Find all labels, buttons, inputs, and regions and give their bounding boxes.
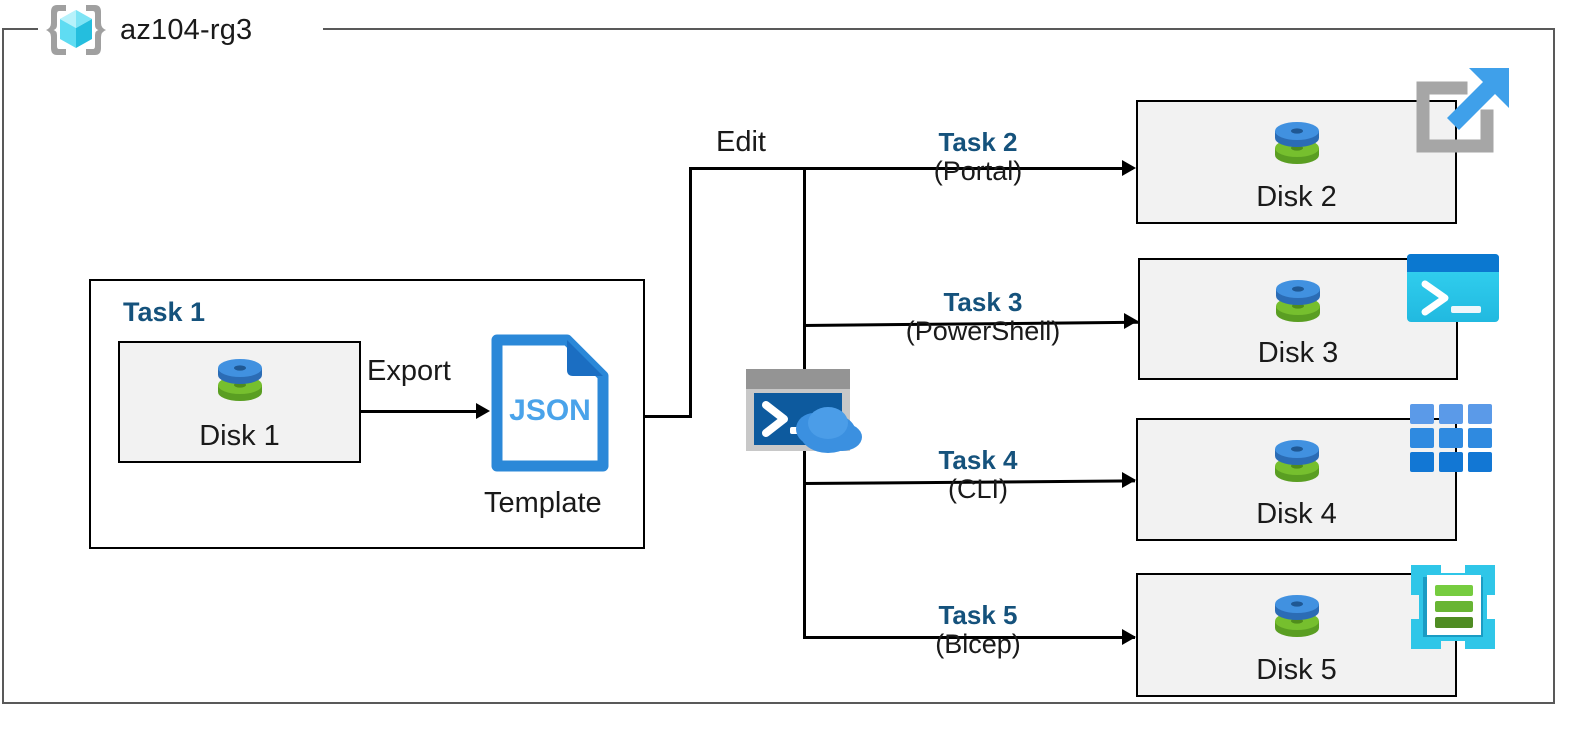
task3-arrowhead [1124, 313, 1138, 329]
disk2-caption: Disk 2 [1256, 181, 1337, 213]
disk-icon [1269, 116, 1325, 172]
export-arrowhead [476, 403, 490, 419]
task2-tool: (Portal) [933, 156, 1023, 187]
task2-edge-label: Task 2 (Portal) [858, 128, 1098, 188]
task5-tool: (Bicep) [935, 629, 1021, 660]
edit-line-v [689, 168, 692, 418]
disk1-box: Disk 1 [118, 341, 361, 463]
export-arrow-line [360, 410, 480, 413]
disk-icon [1270, 274, 1326, 330]
resource-group-frame [2, 28, 1555, 704]
task5-arrow-line [803, 636, 1135, 639]
resource-group-header: az104-rg3 [44, 0, 252, 60]
svg-text:JSON: JSON [509, 394, 591, 427]
edit-line-h-upper [689, 167, 807, 170]
task4-edge-label: Task 4 (CLI) [858, 446, 1098, 506]
template-caption: Template [484, 487, 602, 519]
task4-label: Task 4 [938, 445, 1018, 475]
cloud-shell-icon [744, 367, 866, 459]
export-label: Export [367, 355, 451, 387]
powershell-icon [1405, 252, 1501, 324]
disk1-caption: Disk 1 [199, 420, 280, 452]
resource-group-name: az104-rg3 [120, 13, 253, 46]
task3-edge-label: Task 3 (PowerShell) [858, 288, 1108, 348]
azure-portal-icon [1409, 62, 1515, 166]
task4-tool: (CLI) [948, 474, 1008, 505]
task2-arrow-line [803, 167, 1133, 170]
disk-icon [212, 353, 268, 409]
azure-cli-icon [1408, 402, 1496, 474]
task4-arrowhead [1122, 472, 1136, 488]
task5-arrowhead [1122, 629, 1136, 645]
task2-arrowhead [1122, 160, 1136, 176]
disk3-box: Disk 3 [1138, 258, 1458, 380]
disk3-caption: Disk 3 [1257, 337, 1339, 369]
edit-line-h-lower [645, 415, 692, 418]
json-file-icon: JSON [491, 334, 609, 472]
disk4-box: Disk 4 [1136, 418, 1457, 541]
disk-icon [1269, 434, 1325, 490]
disk5-caption: Disk 5 [1256, 654, 1337, 686]
task2-label: Task 2 [938, 127, 1018, 157]
task3-label: Task 3 [943, 287, 1023, 317]
disk-icon [1269, 589, 1325, 645]
task1-label: Task 1 [123, 297, 206, 327]
disk4-caption: Disk 4 [1256, 498, 1337, 530]
disk2-box: Disk 2 [1136, 100, 1457, 224]
task3-tool: (PowerShell) [905, 316, 1061, 347]
bicep-icon [1407, 561, 1499, 653]
task5-label: Task 5 [938, 600, 1018, 630]
disk5-box: Disk 5 [1136, 573, 1457, 697]
edit-label: Edit [716, 126, 766, 158]
task5-edge-label: Task 5 (Bicep) [858, 601, 1098, 661]
azure-resource-group-icon [44, 1, 108, 59]
